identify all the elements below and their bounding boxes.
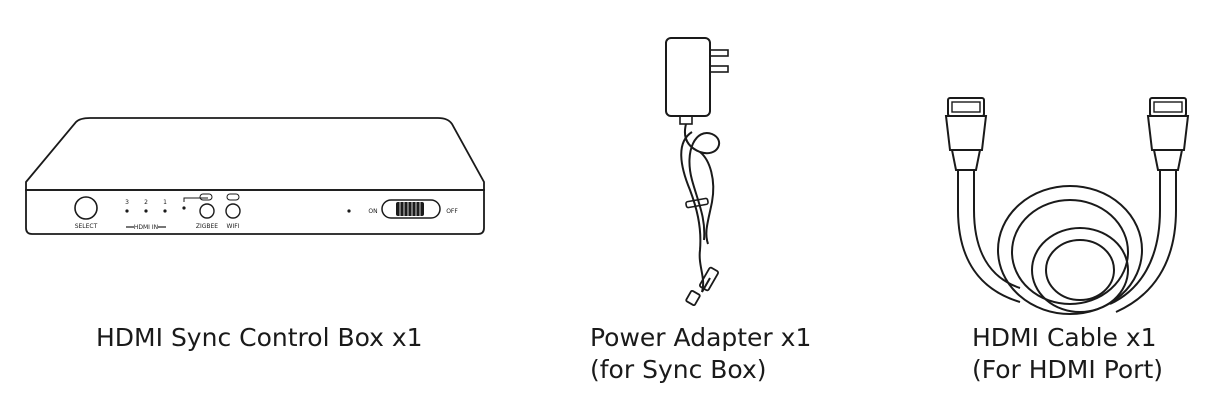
wifi-label: WIFI	[227, 223, 240, 230]
power-switch-drawing	[381, 199, 441, 219]
select-button-drawing	[74, 196, 98, 220]
wifi-button-drawing	[225, 203, 241, 219]
on-label: ON	[368, 208, 377, 215]
port-1-label: 1	[163, 199, 167, 206]
hdmi-cable-illustration	[944, 97, 1190, 315]
power-led	[347, 209, 351, 213]
select-label: SELECT	[75, 223, 98, 230]
zigbee-label: ZIGBEE	[196, 223, 218, 230]
hdmi-in-label: HDMI IN	[134, 224, 158, 231]
power-adapter-caption-line1: Power Adapter x1	[590, 323, 812, 352]
sync-box-caption: HDMI Sync Control Box x1	[96, 323, 423, 352]
hdmi-cable-caption-line2: (For HDMI Port)	[972, 355, 1164, 384]
status-led	[182, 206, 186, 210]
zigbee-button-drawing	[199, 203, 215, 219]
power-adapter-caption-line2: (for Sync Box)	[590, 355, 767, 384]
hdmi-cable-caption-line1: HDMI Cable x1	[972, 323, 1157, 352]
port-1-led	[163, 209, 167, 213]
port-3-led	[125, 209, 129, 213]
sync-box-illustration: SELECT 3 2 1 HDMI IN ZIGBEE WIFI ON OFF	[25, 117, 485, 235]
port-2-led	[144, 209, 148, 213]
port-2-label: 2	[144, 199, 148, 206]
port-3-label: 3	[125, 199, 129, 206]
off-label: OFF	[446, 208, 458, 215]
power-adapter-illustration	[665, 37, 729, 307]
